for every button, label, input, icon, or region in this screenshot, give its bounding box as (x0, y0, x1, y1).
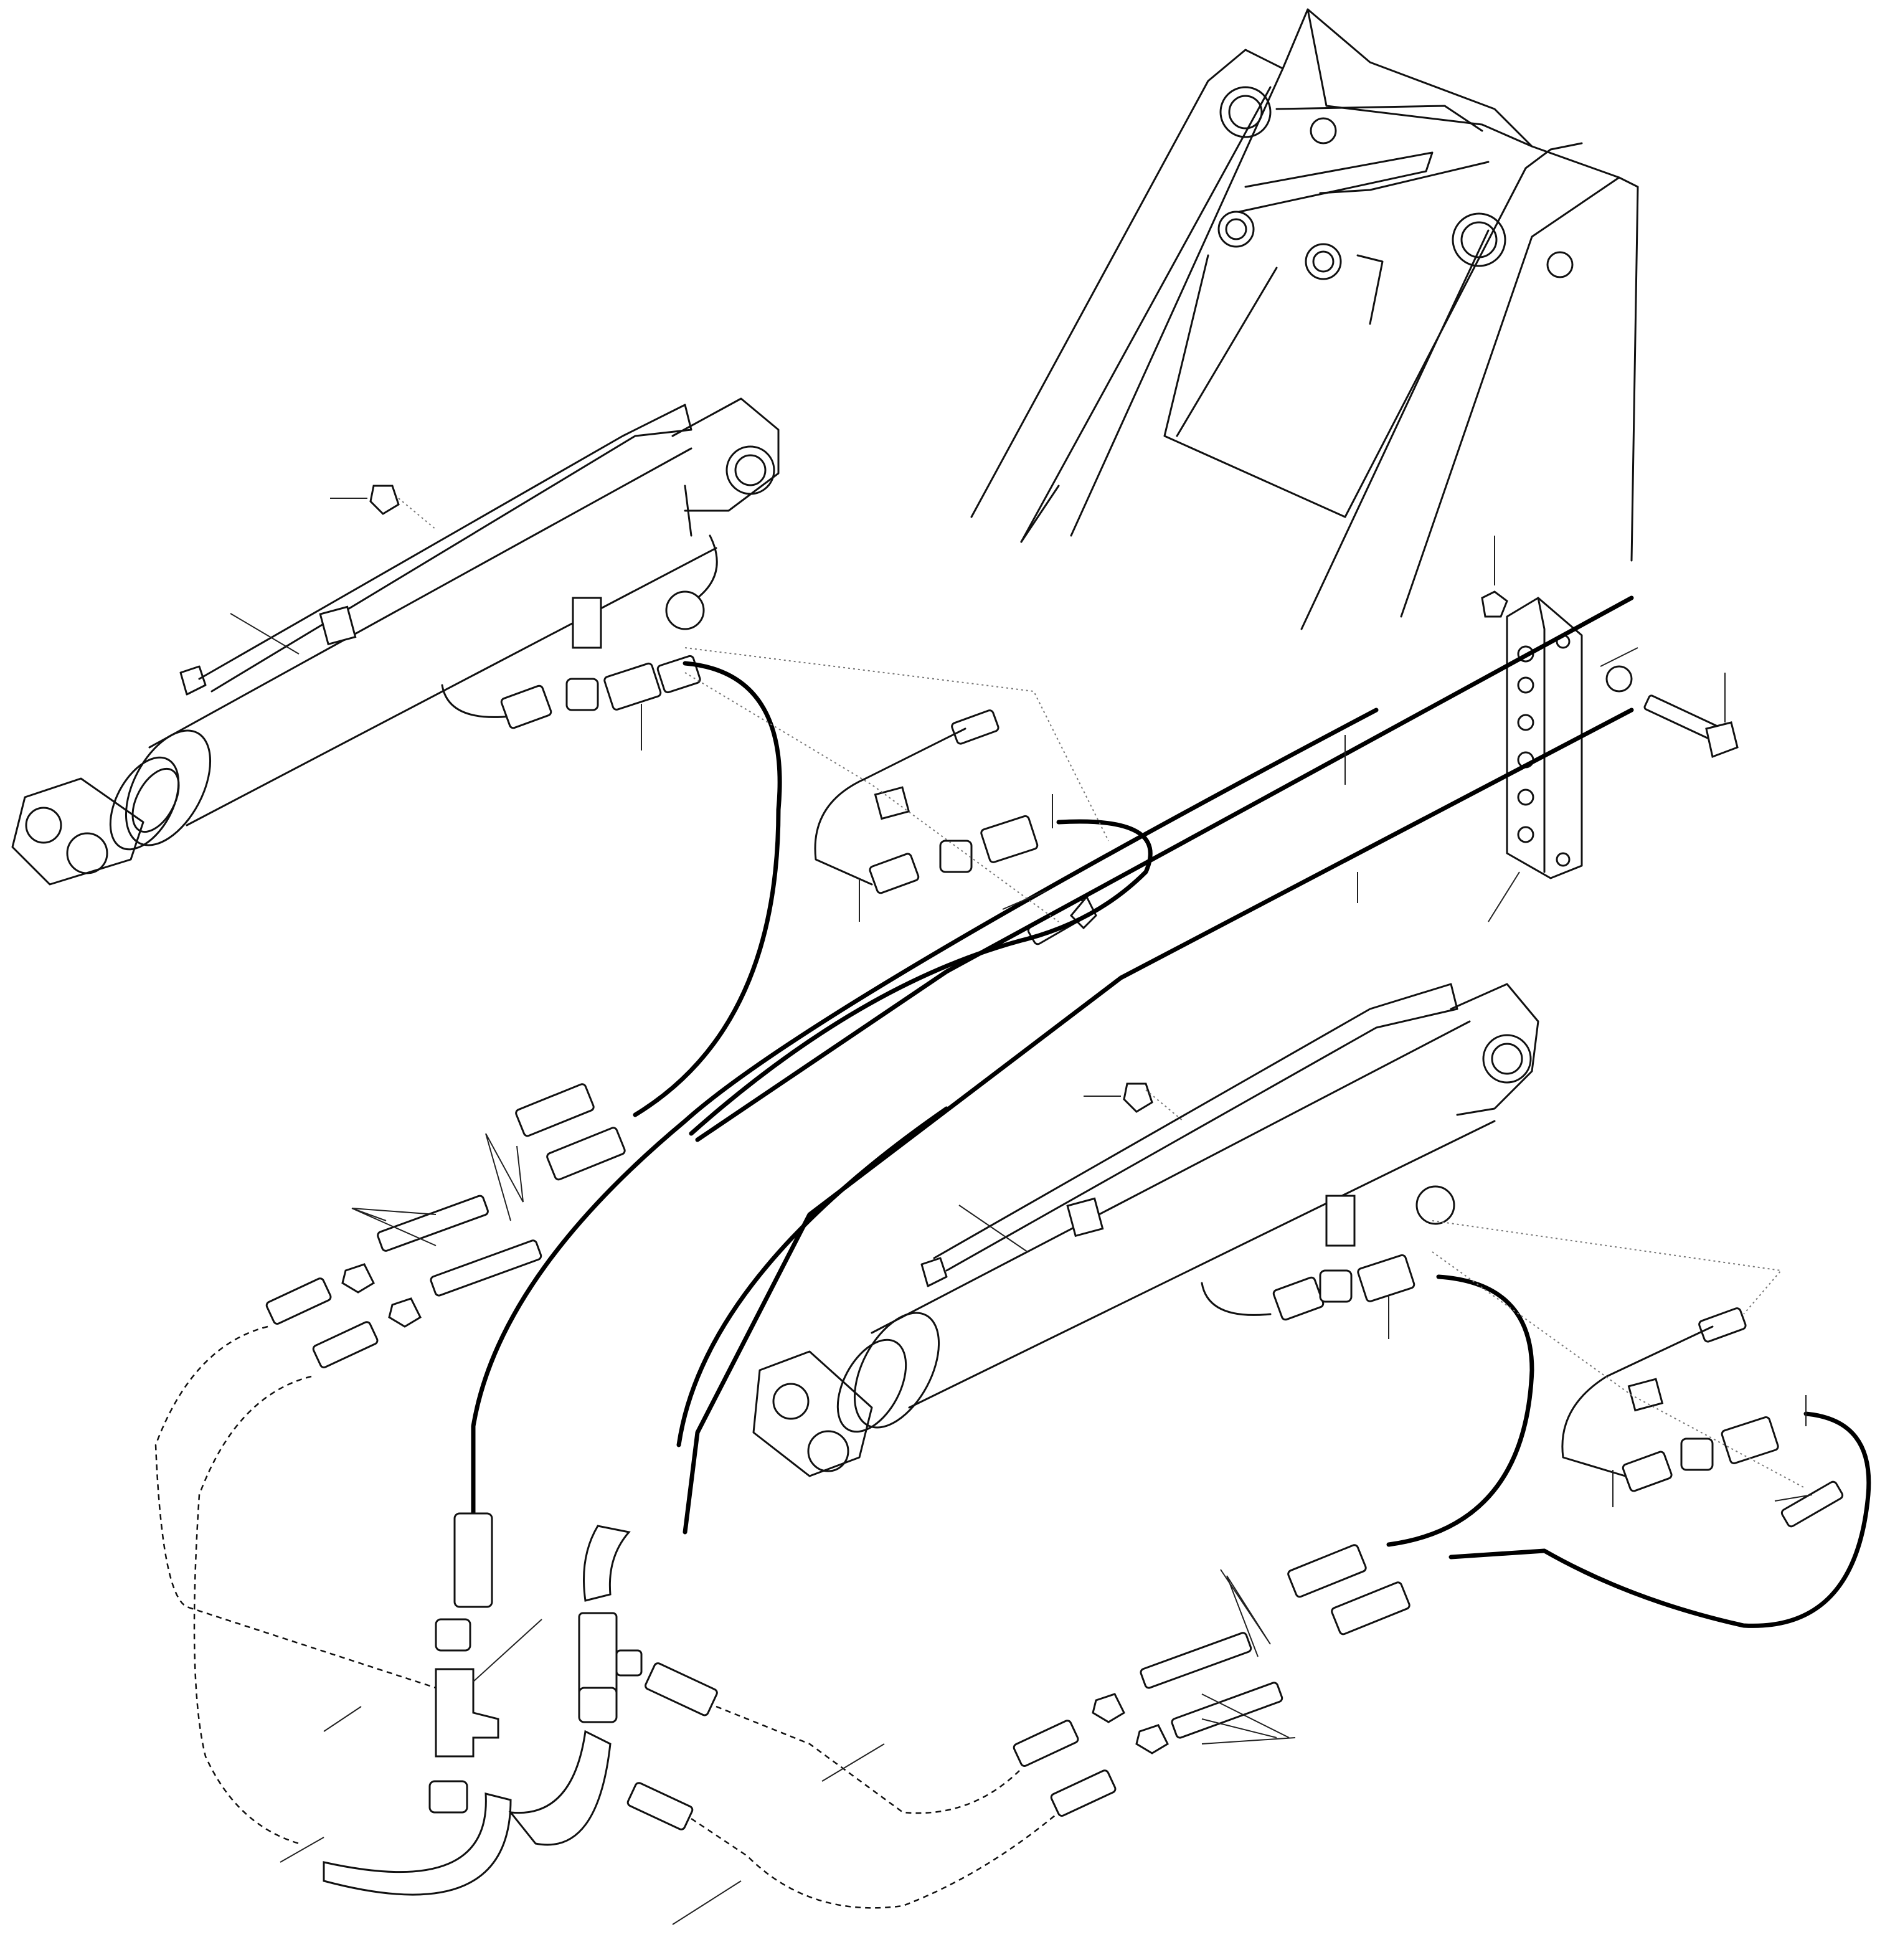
hose-upper-long (633, 661, 782, 1117)
leader-lines (230, 498, 1813, 1925)
hose-lower-short (1448, 1411, 1871, 1628)
hose-down-center (676, 1106, 949, 1447)
hose-clamp-bottom (683, 708, 1634, 1535)
hose-clamp-top (695, 595, 1634, 1142)
dashed-lines (154, 498, 1807, 1909)
loader-boom-frame (970, 8, 1639, 630)
hose-upper-short (689, 819, 1153, 1136)
hydraulic-cylinder-upper (11, 397, 780, 886)
hydraulic-hoses (471, 595, 1871, 1628)
fitting-cluster-left (265, 1083, 718, 1896)
hose-lower-long (1386, 1274, 1534, 1547)
fitting-cluster-right (1013, 1544, 1410, 1817)
hose-clamp-block (1481, 590, 1739, 879)
hydraulic-cylinder-lower (752, 983, 1844, 1528)
hose-down-left (471, 708, 1379, 1547)
